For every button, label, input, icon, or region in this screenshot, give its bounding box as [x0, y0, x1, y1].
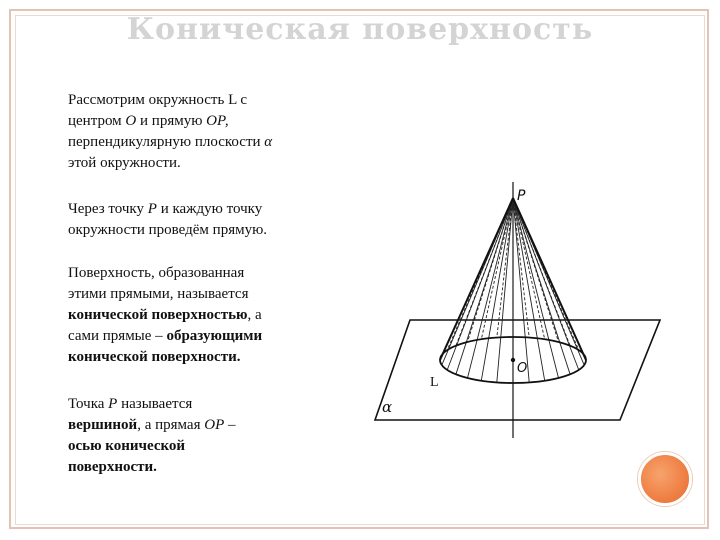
text-run: Точка [68, 396, 109, 412]
generatrix-line [467, 197, 514, 343]
slide-frame [9, 9, 709, 529]
generatrix-lines [439, 197, 587, 383]
slide-frame-inner [15, 15, 705, 525]
generatrix-line [496, 197, 514, 338]
generatrix-line [512, 197, 530, 383]
text-run-italic: ОР [204, 417, 225, 433]
text-run: этими прямыми, называется [68, 286, 249, 302]
text-run-italic: Р [108, 396, 118, 412]
label-alpha: α [382, 398, 392, 416]
term-generatrix: образующими [166, 328, 263, 344]
cone-diagram: P O L α [373, 182, 662, 438]
text-run: – [224, 417, 236, 433]
generatrix-line [496, 197, 514, 383]
term-surface: поверхности. [68, 459, 157, 475]
generatrix-line [467, 197, 514, 379]
text-run: и прямую [136, 113, 207, 129]
term-conical-surface-2: конической поверхности. [68, 349, 241, 365]
decorative-orange-circle [638, 452, 692, 506]
cone-side-right [512, 197, 587, 361]
text-run-italic: ОР, [206, 113, 229, 129]
text-run: Рассмотрим окружность L с [68, 92, 248, 108]
text-run: Поверхность, образованная [68, 265, 245, 281]
plane-alpha [373, 319, 662, 421]
generatrix-line [480, 197, 514, 340]
text-run: окружности проведём прямую. [68, 222, 268, 238]
generatrix-line [480, 197, 514, 381]
cone-side-left [439, 197, 514, 361]
text-run: и каждую точку [156, 201, 263, 217]
generatrix-line [512, 197, 530, 338]
term-conical-surface: конической поверхностью [68, 307, 248, 323]
label-l: L [430, 375, 439, 390]
point-o [510, 357, 516, 363]
text-run: центром [68, 113, 126, 129]
term-axis: осью конической [68, 438, 186, 454]
paragraph-vertex-axis: Точка Р называется вершиной, а прямая ОР… [68, 394, 368, 478]
generatrix-line [455, 197, 514, 346]
text-run: называется [117, 396, 193, 412]
generatrix-line [512, 197, 559, 379]
label-p: P [517, 188, 526, 204]
text-run: этой окружности. [68, 155, 181, 171]
generatrix-line [512, 197, 559, 343]
text-run: сами прямые – [68, 328, 167, 344]
paragraph-circle: Рассмотрим окружность L с центром О и пр… [68, 90, 368, 174]
paragraph-definition: Поверхность, образованная этими прямыми,… [68, 263, 368, 368]
generatrix-line [512, 197, 571, 346]
text-run: перпендикулярную плоскости [68, 134, 265, 150]
text-run: , а прямая [137, 417, 205, 433]
text-run: , а [247, 307, 262, 323]
slide-title: Коническая поверхность [126, 12, 594, 47]
term-vertex: вершиной [68, 417, 138, 433]
paragraph-lines: Через точку Р и каждую точку окружности … [68, 199, 368, 241]
label-o: O [517, 361, 527, 376]
text-run-italic: α [264, 134, 273, 150]
text-run-italic: Р [147, 201, 157, 217]
generatrix-line [512, 197, 546, 340]
text-run-italic: О [125, 113, 137, 129]
text-run: Через точку [68, 201, 148, 217]
generatrix-line [512, 197, 546, 381]
